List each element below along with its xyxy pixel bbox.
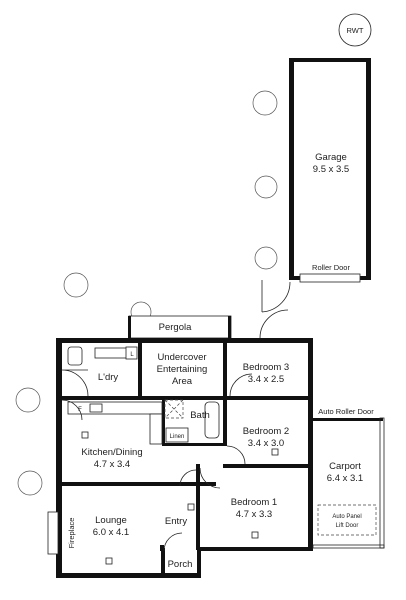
door-swing [163, 532, 183, 552]
fireplace: Fireplace [47, 511, 76, 555]
bedroom1-name: Bedroom 1 [231, 497, 277, 508]
roller-door-label: Roller Door [312, 263, 350, 272]
bathtub-icon [204, 401, 220, 439]
house-outline [56, 338, 313, 578]
kitchen-counter: F [67, 401, 163, 445]
fridge-code: F [78, 407, 82, 413]
garage: Garage 9.5 x 3.5 Roller Door [289, 58, 371, 283]
toilet-icon [67, 346, 83, 366]
bath-fixtures [164, 399, 220, 443]
auto-roller-door-label: Auto Roller Door [318, 407, 374, 416]
carport-dims: 6.4 x 3.1 [327, 473, 363, 484]
bath-label: Bath [190, 410, 210, 421]
door-swing [226, 445, 246, 465]
bedroom3-name: Bedroom 3 [243, 362, 289, 373]
bedroom1-dims: 4.7 x 3.3 [236, 509, 272, 520]
entertaining-line2: Entertaining [157, 364, 208, 375]
auto-panel-line1: Auto Panel [332, 514, 361, 520]
laundry-label: L'dry [98, 372, 119, 383]
tree-icon [15, 90, 278, 496]
compass-badge: RWT [338, 13, 372, 47]
floor-marker [81, 431, 279, 565]
door-swing [199, 467, 221, 489]
kitchen-name: Kitchen/Dining [81, 447, 142, 458]
kitchen-dims: 4.7 x 3.4 [94, 459, 130, 470]
lounge-name: Lounge [95, 515, 127, 526]
pergola: Pergola [128, 315, 232, 340]
gate-swing [259, 309, 289, 339]
entry-label: Entry [165, 516, 187, 527]
door-swing [61, 399, 83, 421]
door-swing [179, 469, 197, 487]
roller-door-rail [299, 273, 361, 283]
entertaining-line3: Area [172, 376, 193, 387]
garage-dims: 9.5 x 3.5 [313, 164, 349, 175]
compass-label: RWT [347, 26, 364, 35]
trough-icon [94, 347, 128, 359]
bedroom2-dims: 3.4 x 3.0 [248, 438, 284, 449]
carport-name: Carport [329, 461, 361, 472]
door-swing [229, 373, 253, 397]
bedroom3-dims: 3.4 x 2.5 [248, 374, 284, 385]
laundry-code: L [130, 352, 134, 358]
lounge-dims: 6.0 x 4.1 [93, 527, 129, 538]
bedroom2-name: Bedroom 2 [243, 426, 289, 437]
interior-walls [56, 338, 313, 551]
linen-label: Linen [170, 434, 185, 440]
entertaining-line1: Undercover [157, 352, 206, 363]
auto-panel-line2: Lift Door [336, 523, 359, 529]
door-swing [61, 369, 89, 397]
carport: Carport 6.4 x 3.1 Auto Panel Lift Door [312, 417, 385, 549]
pergola-label: Pergola [159, 322, 192, 333]
gate-swing [261, 280, 291, 313]
laundry-fixtures: L [61, 346, 138, 397]
porch-label: Porch [168, 559, 193, 570]
garage-name: Garage [315, 152, 347, 163]
fireplace-label: Fireplace [67, 518, 76, 549]
